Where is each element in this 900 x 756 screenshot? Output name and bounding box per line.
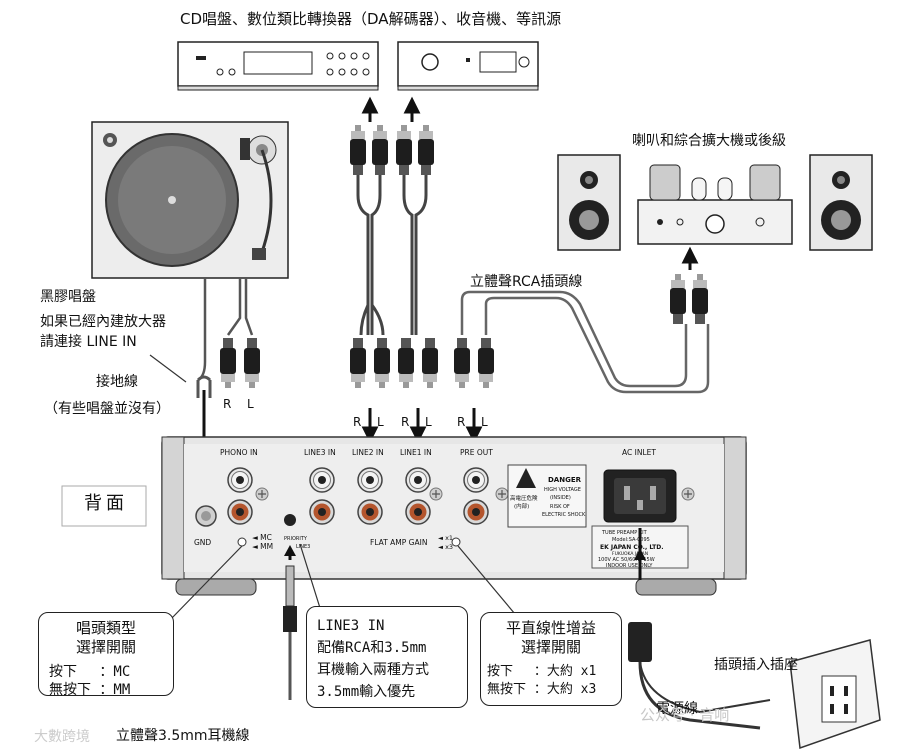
cartridge-title-2: 選擇開關 xyxy=(75,638,136,656)
cables-top xyxy=(356,175,428,336)
label-x1: ◄ x1 xyxy=(438,534,453,542)
arrow-up-dac xyxy=(403,96,421,122)
rca-plugs-amp xyxy=(670,274,708,324)
svg-text:R: R xyxy=(353,415,361,429)
speakers-title: 喇叭和綜合擴大機或後級 xyxy=(632,133,786,149)
back-tag-box xyxy=(61,485,147,527)
label-inside: (INSIDE) xyxy=(550,495,571,501)
rca-plugs-line2 xyxy=(350,338,390,388)
turntable-note-1: 如果已經內建放大器 xyxy=(40,314,166,330)
label-line3-small: LINE3 xyxy=(296,544,310,550)
cartridge-row-1: 按下 ：MC xyxy=(49,664,131,680)
label-maker: EK JAPAN CO., LTD. xyxy=(600,544,664,551)
label-priority: PRIORITY xyxy=(284,536,308,542)
label-warn-cn2: (内部) xyxy=(514,502,529,510)
channel-letters: R L R L R L R L xyxy=(223,397,488,429)
label-line2-in: LINE2 IN xyxy=(352,448,384,457)
label-danger: DANGER xyxy=(548,476,582,484)
label-spec: 100V AC 50/60Hz 15W xyxy=(598,557,655,563)
turntable-device xyxy=(91,121,289,279)
gain-title-2: 選擇開關 xyxy=(520,638,581,656)
mini-jack-label: 立體聲3.5mm耳機線 xyxy=(116,728,250,744)
preout-cable xyxy=(460,290,710,394)
rca-plugs-line1 xyxy=(398,338,438,388)
line3-box-line-1: LINE3 IN xyxy=(317,618,385,634)
label-x3: ◄ x3 xyxy=(438,543,453,551)
rca-plugs-cd xyxy=(350,125,388,175)
svg-text:L: L xyxy=(247,397,254,411)
svg-text:L: L xyxy=(425,415,432,429)
turntable-title: 黑膠唱盤 xyxy=(40,289,96,305)
label-line1-in: LINE1 IN xyxy=(400,448,432,457)
label-pre-out: PRE OUT xyxy=(460,448,493,457)
label-flat-amp-gain: FLAT AMP GAIN xyxy=(370,538,427,547)
svg-text:R: R xyxy=(457,415,465,429)
turntable-note-2: 請連接 LINE IN xyxy=(40,334,137,350)
label-phono-in: PHONO IN xyxy=(220,448,258,457)
plug-label: 插頭插入插座 xyxy=(714,657,798,673)
cartridge-switch-box: 唱頭類型 選擇開關 按下 ：MC 無按下 ：MM xyxy=(38,612,174,698)
label-maker2: FUKUOKA JAPAN xyxy=(612,551,648,557)
pointer-lines xyxy=(149,354,521,621)
label-mc: ◄ MC xyxy=(252,533,272,542)
wall-outlet xyxy=(789,639,881,750)
line3-box-line-2: 配備RCA和3.5mm xyxy=(317,640,427,656)
tube-amplifier xyxy=(637,164,793,245)
ground-spade xyxy=(196,375,212,398)
rca-plugs-preout xyxy=(454,338,494,388)
label-high-voltage: HIGH VOLTAGE xyxy=(544,487,581,493)
line3-box-line-3: 耳機輸入兩種方式 xyxy=(317,662,429,678)
right-speaker xyxy=(809,154,873,251)
power-cord xyxy=(628,528,771,730)
svg-text:L: L xyxy=(481,415,488,429)
gain-row-2: 無按下 ：大約 x3 xyxy=(487,682,597,697)
gain-switch-box: 平直線性增益 選擇開關 按下 ：大約 x1 無按下 ：大約 x3 xyxy=(480,612,622,706)
left-speaker xyxy=(557,154,621,251)
label-model2: Model:SA-0095 xyxy=(612,537,650,543)
rca-cable-label: 立體聲RCA插頭線 xyxy=(470,274,583,290)
label-line3-in: LINE3 IN xyxy=(304,448,336,457)
label-model: TUBE PREAMP KIT xyxy=(601,530,648,536)
svg-text:R: R xyxy=(401,415,409,429)
line3-box-line-4: 3.5mm輸入優先 xyxy=(317,684,416,700)
top-sources-title: CD唱盤、數位類比轉換器（DA解碼器）、收音機、等訊源 xyxy=(180,10,562,28)
gain-row-1: 按下 ：大約 x1 xyxy=(487,664,597,679)
back-panel xyxy=(161,436,747,596)
label-gnd: GND xyxy=(194,538,211,547)
watermark-left: 大數跨境 xyxy=(34,729,90,745)
power-cord-label: 電源線 xyxy=(656,701,698,717)
panel-small-text: PHONO IN LINE3 IN LINE2 IN LINE1 IN PRE … xyxy=(194,448,664,569)
label-risk: RISK OF xyxy=(550,504,570,510)
cartridge-row-2: 無按下 ：MM xyxy=(49,682,131,698)
svg-text:R: R xyxy=(223,397,231,411)
rca-plugs-dac xyxy=(396,125,434,175)
line3-info-box: LINE3 IN 配備RCA和3.5mm 耳機輸入兩種方式 3.5mm輸入優先 xyxy=(306,606,468,708)
mini-jack-cable xyxy=(283,545,297,700)
label-mm: ◄ MM xyxy=(252,542,273,551)
rca-plugs-phono xyxy=(220,338,260,388)
dac-tuner-device xyxy=(397,41,539,91)
cartridge-title-1: 唱頭類型 xyxy=(75,619,136,637)
arrow-up-amp xyxy=(681,246,699,270)
label-warn-cn: 高電圧危険 xyxy=(510,494,538,502)
ground-wire-note: （有些唱盤並沒有） xyxy=(44,401,170,417)
gain-title-1: 平直線性增益 xyxy=(505,619,596,637)
svg-text:L: L xyxy=(377,415,384,429)
watermark-right: 公众号 · 音响 xyxy=(640,706,730,724)
label-shock: ELECTRIC SHOCK xyxy=(542,512,586,518)
label-ac-inlet: AC INLET xyxy=(622,448,656,457)
cd-player-device xyxy=(177,41,379,91)
back-tag: 背面 xyxy=(84,493,128,514)
ground-wire-label: 接地線 xyxy=(96,374,138,390)
arrow-up-cd xyxy=(361,96,379,122)
label-indoor: INDOOR USE ONLY xyxy=(606,563,653,569)
